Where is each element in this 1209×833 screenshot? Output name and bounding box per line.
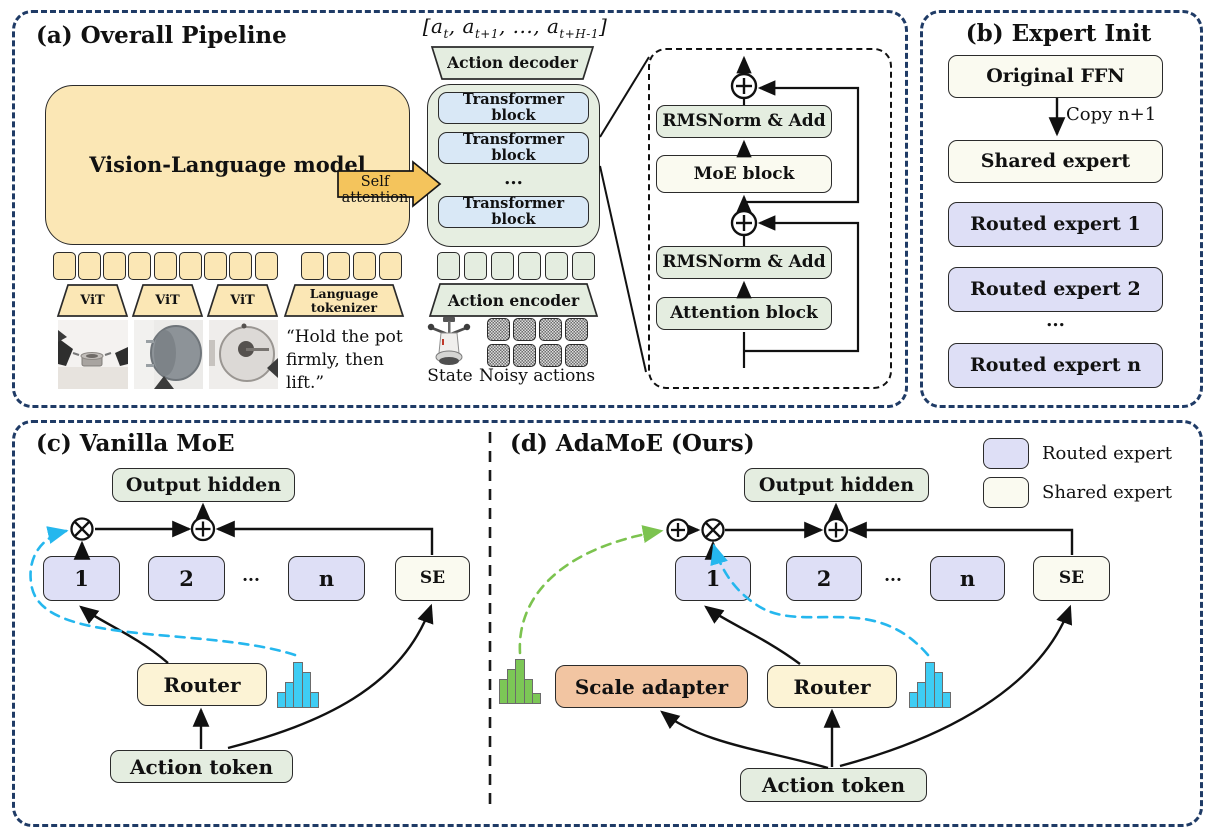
language-tokenizer-label: Language tokenizer bbox=[309, 286, 379, 315]
visual-token bbox=[255, 252, 278, 280]
routed-expert-1-c: 1 bbox=[43, 556, 120, 601]
expert-ellipsis-c: ... bbox=[242, 566, 260, 586]
action-sequence-formula: [at, at+1, ..., at+H-1] bbox=[422, 14, 608, 41]
transformer-detail-box bbox=[648, 48, 892, 389]
noisy-action-square bbox=[487, 318, 510, 341]
visual-token bbox=[78, 252, 101, 280]
action-encoder-label: Action encoder bbox=[447, 291, 580, 310]
visual-token bbox=[154, 252, 177, 280]
visual-token bbox=[103, 252, 126, 280]
scale-adapter-box: Scale adapter bbox=[555, 665, 748, 708]
noisy-action-square bbox=[565, 344, 588, 367]
histogram-bar bbox=[941, 691, 952, 708]
vit-label-2: ViT bbox=[155, 293, 180, 308]
action-token-square bbox=[464, 252, 487, 280]
camera-image-3 bbox=[209, 320, 278, 389]
self-attention-label: Self attention bbox=[341, 174, 409, 206]
attention-block-box: Attention block bbox=[656, 297, 832, 330]
robot-state-image bbox=[427, 317, 471, 365]
legend-routed-expert-swatch bbox=[983, 438, 1029, 469]
histogram-bar bbox=[309, 691, 320, 708]
rmsnorm-add-bottom-box: RMSNorm & Add bbox=[656, 246, 832, 279]
routed-expert-2-d: 2 bbox=[786, 556, 862, 601]
copy-n-plus-1-label: Copy n+1 bbox=[1066, 104, 1157, 125]
transformer-ellipsis: ... bbox=[504, 168, 523, 189]
visual-token bbox=[179, 252, 202, 280]
legend-routed-expert-label: Routed expert bbox=[1042, 443, 1172, 464]
shared-expert-box-d: SE bbox=[1033, 556, 1110, 601]
action-token-square bbox=[437, 252, 460, 280]
noisy-action-square bbox=[539, 344, 562, 367]
language-token bbox=[327, 252, 350, 280]
action-token-square bbox=[572, 252, 595, 280]
legend-shared-expert-swatch bbox=[983, 477, 1029, 508]
transformer-block-1: Transformer block bbox=[438, 92, 589, 124]
original-ffn-box: Original FFN bbox=[948, 55, 1163, 98]
action-token-square bbox=[545, 252, 568, 280]
panel-d-title: (d) AdaMoE (Ours) bbox=[510, 430, 755, 457]
transformer-block-2: Transformer block bbox=[438, 132, 589, 164]
histogram-bar bbox=[531, 692, 542, 704]
language-token bbox=[379, 252, 402, 280]
moe-block-box: MoE block bbox=[656, 155, 832, 193]
panel-a-title: (a) Overall Pipeline bbox=[36, 22, 287, 49]
visual-token bbox=[128, 252, 151, 280]
rmsnorm-add-top-box: RMSNorm & Add bbox=[656, 105, 832, 138]
routed-expert-2-box: Routed expert 2 bbox=[948, 267, 1163, 312]
panel-a-frame bbox=[12, 10, 908, 408]
routed-expert-1-d: 1 bbox=[675, 556, 751, 601]
router-weights-histogram-d bbox=[909, 662, 952, 708]
transformer-block-3: Transformer block bbox=[438, 196, 589, 228]
instruction-text: “Hold the pot firmly, then lift.” bbox=[286, 327, 403, 393]
router-box-c: Router bbox=[137, 663, 267, 706]
action-token-square bbox=[491, 252, 514, 280]
action-token-square bbox=[518, 252, 541, 280]
shared-expert-box-c: SE bbox=[395, 556, 470, 601]
visual-token bbox=[53, 252, 76, 280]
routed-expert-n-d: n bbox=[930, 556, 1005, 601]
output-hidden-box-d: Output hidden bbox=[744, 468, 929, 502]
action-token-box-d: Action token bbox=[740, 768, 927, 802]
panel-c-title: (c) Vanilla MoE bbox=[36, 430, 235, 457]
noisy-action-square bbox=[513, 344, 536, 367]
action-decoder-label: Action decoder bbox=[447, 53, 578, 72]
noisy-action-square bbox=[539, 318, 562, 341]
scale-weights-histogram-d bbox=[499, 659, 542, 704]
vlm-label: Vision-Language model bbox=[89, 152, 366, 178]
vision-language-model-box: Vision-Language model bbox=[45, 85, 410, 245]
routed-expert-1-box: Routed expert 1 bbox=[948, 202, 1163, 247]
output-hidden-box-c: Output hidden bbox=[112, 468, 295, 502]
state-label: State bbox=[427, 366, 473, 386]
vit-label-1: ViT bbox=[80, 293, 105, 308]
routed-expert-ellipsis: ... bbox=[1046, 310, 1065, 331]
visual-token bbox=[229, 252, 252, 280]
action-token-box-c: Action token bbox=[110, 750, 293, 783]
camera-image-1 bbox=[58, 320, 128, 389]
panel-b-frame bbox=[920, 10, 1203, 408]
legend-shared-expert-label: Shared expert bbox=[1042, 482, 1172, 503]
routed-expert-n-c: n bbox=[288, 556, 365, 601]
visual-token bbox=[204, 252, 227, 280]
panel-b-title: (b) Expert Init bbox=[965, 20, 1152, 47]
language-token bbox=[353, 252, 376, 280]
histogram-bar bbox=[523, 679, 534, 704]
language-token bbox=[301, 252, 324, 280]
routed-expert-n-box: Routed expert n bbox=[948, 343, 1163, 388]
panel-cd-frame bbox=[12, 420, 1203, 827]
noisy-actions-label: Noisy actions bbox=[478, 366, 596, 386]
noisy-action-square bbox=[487, 344, 510, 367]
shared-expert-box: Shared expert bbox=[948, 140, 1163, 183]
vit-label-3: ViT bbox=[230, 293, 255, 308]
noisy-action-square bbox=[513, 318, 536, 341]
camera-image-2 bbox=[134, 320, 203, 389]
router-box-d: Router bbox=[767, 665, 897, 708]
routed-expert-2-c: 2 bbox=[148, 556, 225, 601]
noisy-action-square bbox=[565, 318, 588, 341]
expert-ellipsis-d: ... bbox=[884, 566, 902, 586]
router-weights-histogram-c bbox=[277, 662, 320, 708]
